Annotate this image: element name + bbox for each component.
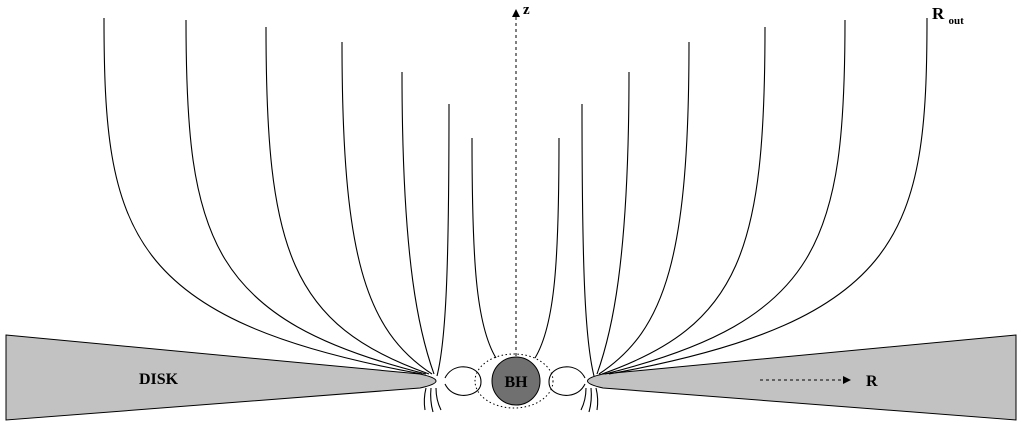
field-line-right-4 [598,41,690,375]
field-line-right-6 [581,103,595,377]
disk-right [587,334,1017,421]
field-line-left-3 [265,26,430,375]
r-axis-label: R [866,373,878,390]
r-out-main: R [932,4,945,23]
r-out-label: R out [932,4,964,27]
field-line-left-6 [436,103,450,377]
closed-loop-right [548,366,586,396]
field-line-right-inner [534,137,560,359]
disk-label: DISK [139,371,179,388]
field-line-right-3 [601,26,766,375]
field-line-left-1 [103,17,423,375]
field-line-left-inner [471,137,497,359]
black-hole [491,356,541,406]
field-line-left-4 [341,41,433,375]
z-axis-label: z [523,2,530,18]
field-line-left-5 [401,71,435,375]
r-out-subscript: out [949,15,965,27]
field-lines-below [423,387,599,413]
field-lines-right [534,17,928,377]
field-line-left-2 [185,19,427,375]
field-line-right-1 [608,17,928,375]
field-line-right-5 [596,71,630,375]
field-lines-left [103,17,497,377]
field-line-right-2 [604,19,846,375]
closed-loop-left [444,366,482,396]
ergosphere-outline [474,353,554,409]
black-hole-label: BH [504,374,528,391]
